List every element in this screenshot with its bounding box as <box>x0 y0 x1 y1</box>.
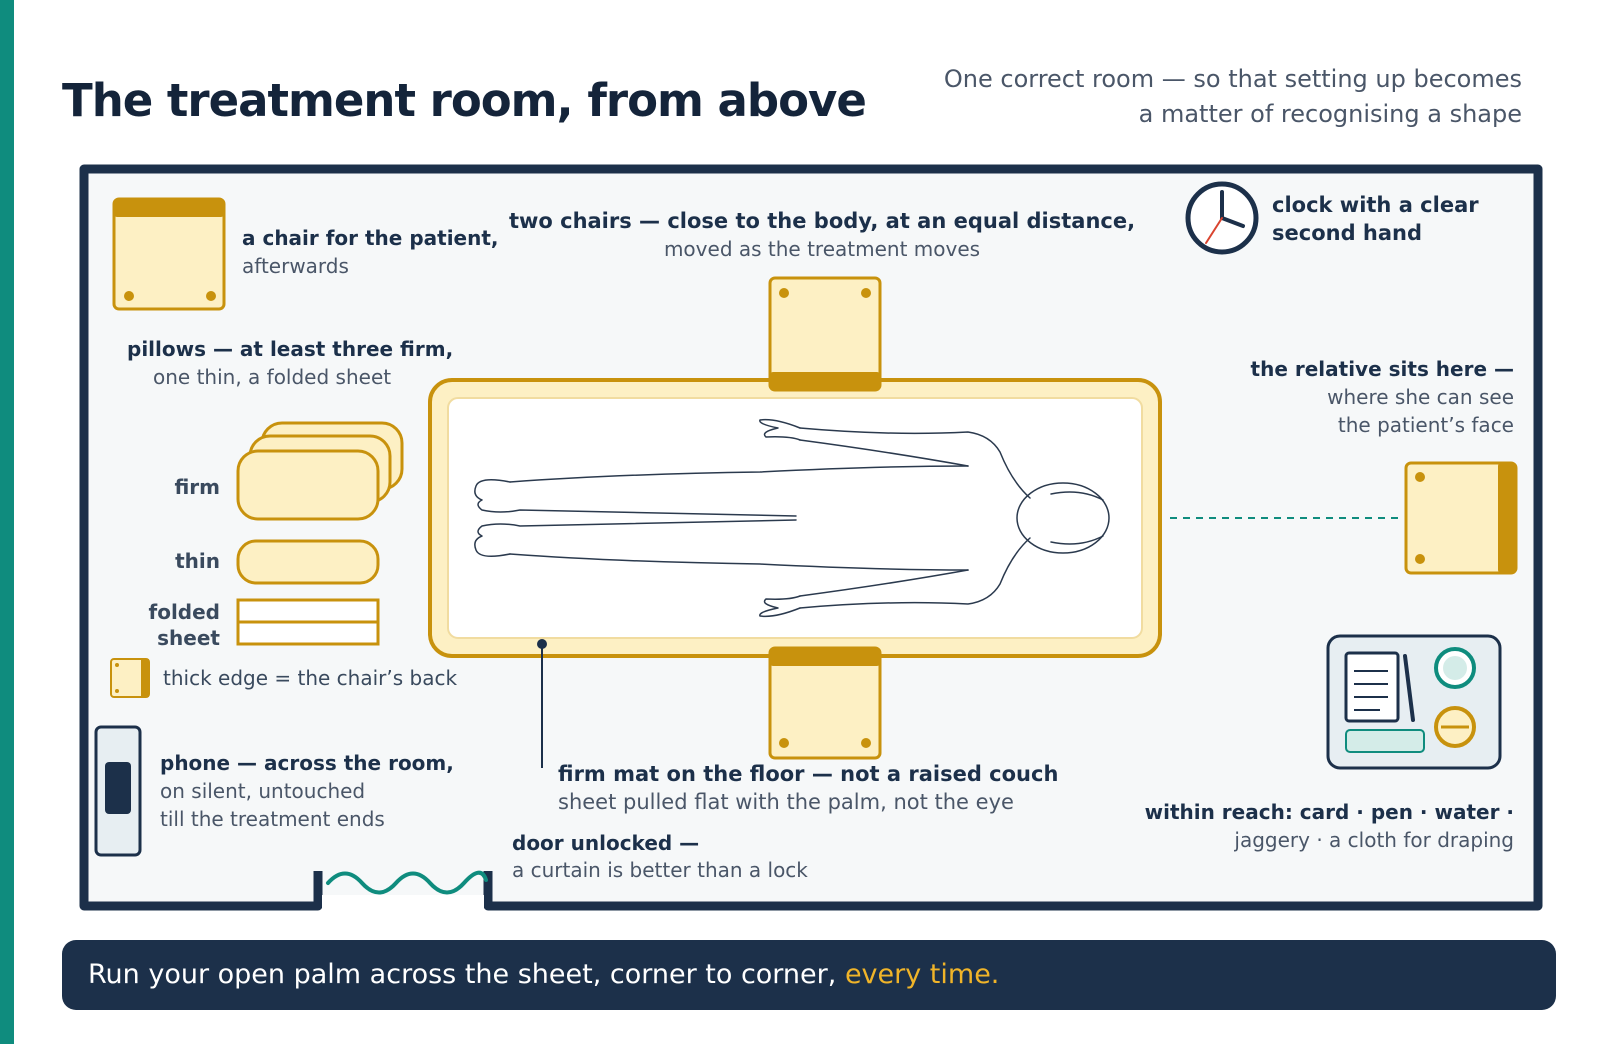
footer-banner: Run your open palm across the sheet, cor… <box>62 940 1556 1010</box>
chair-top <box>768 276 882 392</box>
two-chairs-sublabel: moved as the treatment moves <box>664 237 980 261</box>
mat-sheet <box>447 397 1143 639</box>
page-subtitle: One correct room — so that setting up be… <box>944 62 1522 132</box>
two-chairs-label: two chairs — close to the body, at an eq… <box>509 209 1135 233</box>
relative-chair <box>1404 461 1518 575</box>
reach-sublabel: jaggery · a cloth for draping <box>1233 828 1514 852</box>
mat-label: firm mat on the floor — not a raised cou… <box>558 762 1058 786</box>
door-label: door unlocked — <box>512 831 699 855</box>
footer-text: Run your open palm across the sheet, cor… <box>88 940 999 1010</box>
accent-bar <box>0 0 14 1044</box>
phone-label: phone — across the room, <box>160 751 454 775</box>
patient-chair-sublabel: afterwards <box>242 254 349 278</box>
chair-legend-label: thick edge = the chair’s back <box>163 666 457 690</box>
chair-legend-icon <box>110 658 150 698</box>
door-gap <box>322 895 484 911</box>
room-wall <box>79 164 1543 911</box>
body-outline-icon <box>474 418 1110 618</box>
phone-sublabel-2: till the treatment ends <box>160 807 385 831</box>
folded-sheet <box>236 598 380 646</box>
phone-sublabel-1: on silent, untouched <box>160 779 365 803</box>
pillow-stack-firm <box>236 421 404 521</box>
clock-icon <box>1185 181 1259 255</box>
pillows-sublabel: one thin, a folded sheet <box>153 365 391 389</box>
folded-sheet-label-1: folded <box>149 600 221 624</box>
pillow-firm-label: firm <box>174 475 220 499</box>
footer-text-main: Run your open palm across the sheet, cor… <box>88 959 845 990</box>
mat-callout-dot <box>537 639 547 649</box>
reach-label: within reach: card · pen · water · <box>1145 800 1514 824</box>
patient-chair-label: a chair for the patient, <box>242 226 499 250</box>
relative-label: the relative sits here — <box>1251 357 1514 381</box>
chair-bottom <box>768 646 882 760</box>
subtitle-line-2: a matter of recognising a shape <box>1138 100 1522 128</box>
mat-sublabel: sheet pulled flat with the palm, not the… <box>558 790 1014 814</box>
patient-chair <box>112 197 226 311</box>
pillow-thin <box>236 539 380 585</box>
tray-icon <box>1326 634 1502 770</box>
phone-icon <box>94 725 142 857</box>
clock-label-1: clock with a clear <box>1272 193 1479 217</box>
pillows-label: pillows — at least three firm, <box>127 337 453 361</box>
clock-label-2: second hand <box>1272 221 1422 245</box>
footer-text-highlight: every time. <box>844 959 1000 990</box>
page-title: The treatment room, from above <box>62 74 867 127</box>
relative-sublabel-1: where she can see <box>1327 385 1514 409</box>
door-curtain-icon <box>326 870 488 895</box>
relative-sublabel-2: the patient’s face <box>1338 413 1514 437</box>
door-sublabel: a curtain is better than a lock <box>512 858 808 882</box>
folded-sheet-label-2: sheet <box>157 626 220 650</box>
subtitle-line-1: One correct room — so that setting up be… <box>943 65 1522 93</box>
pillow-thin-label: thin <box>175 549 220 573</box>
